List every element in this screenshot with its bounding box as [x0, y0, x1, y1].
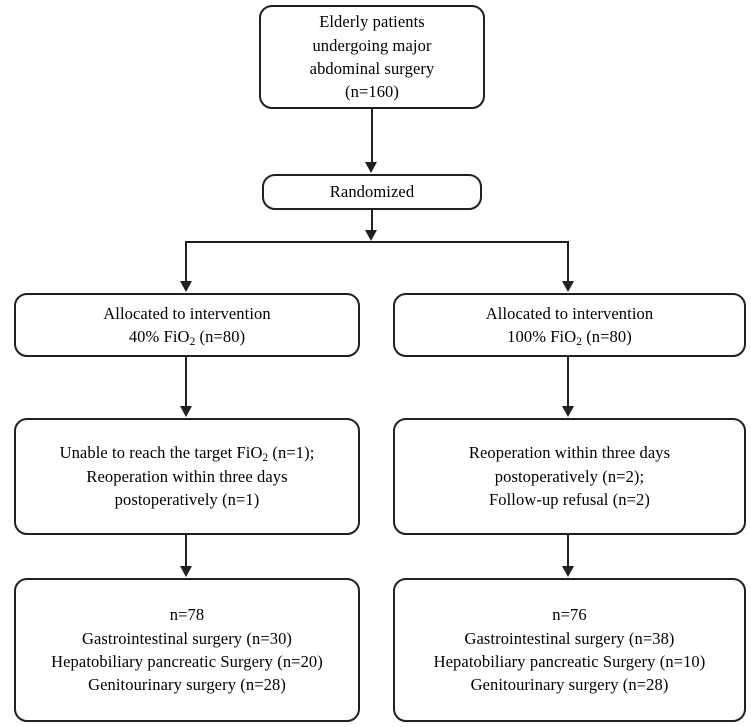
exclusion-left-fio2-pre: Unable to reach the target FiO — [59, 443, 263, 463]
node-enrollment: Elderly patients undergoing major abdomi… — [259, 5, 485, 109]
connector-enrollment-to-randomized — [371, 109, 373, 163]
exclusion-left-line-2: Reoperation within three days — [86, 466, 288, 486]
node-exclusion-left: Unable to reach the target FiO2 (n=1); R… — [14, 418, 360, 535]
exclusion-right-line-1: Reoperation within three days — [468, 443, 671, 463]
arrowhead-split-to-allocation-left — [180, 281, 192, 292]
exclusion-left-fio2-subscript: 2 — [262, 452, 269, 465]
node-outcome-left: n=78 Gastrointestinal surgery (n=30) Hep… — [14, 578, 360, 722]
connector-exclusion-left-to-outcome-left — [185, 535, 187, 567]
outcome-right-line-2: Gastrointestinal surgery (n=38) — [464, 628, 675, 648]
exclusion-right-line-3: Follow-up refusal (n=2) — [489, 490, 650, 510]
connector-allocation-left-to-exclusion-left — [185, 357, 187, 407]
allocation-left-fio2-pre: 40% FiO — [128, 327, 190, 346]
outcome-left-line-2: Gastrointestinal surgery (n=30) — [81, 628, 293, 648]
outcome-left-line-1: n=78 — [169, 605, 205, 625]
allocation-left-fio2-post: (n=80) — [195, 327, 246, 346]
node-allocation-left: Allocated to intervention 40% FiO2 (n=80… — [14, 293, 360, 357]
node-outcome-right: n=76 Gastrointestinal surgery (n=38) Hep… — [393, 578, 746, 722]
arrowhead-exclusion-left-to-outcome-left — [180, 566, 192, 577]
outcome-right-line-4: Genitourinary surgery (n=28) — [470, 675, 669, 695]
connector-allocation-right-to-exclusion-right — [567, 357, 569, 407]
allocation-right-line-1: Allocated to intervention — [485, 303, 654, 323]
enrollment-line-2: undergoing major — [312, 35, 432, 55]
exclusion-right-line-2: postoperatively (n=2); — [494, 466, 645, 486]
connector-exclusion-right-to-outcome-right — [567, 535, 569, 567]
arrowhead-allocation-right-to-exclusion-right — [562, 406, 574, 417]
enrollment-line-3: abdominal surgery — [309, 59, 435, 78]
exclusion-left-line-1: Unable to reach the target FiO2 (n=1); — [60, 441, 315, 464]
node-allocation-right: Allocated to intervention 100% FiO2 (n=8… — [393, 293, 746, 357]
allocation-split-bar — [185, 241, 569, 243]
allocation-right-fio2-subscript: 2 — [576, 336, 582, 349]
allocation-right-fio2-pre: 100% FiO — [507, 327, 577, 346]
randomized-label: Randomized — [329, 182, 415, 202]
outcome-left-line-3: Hepatobiliary pancreatic Surgery (n=20) — [51, 652, 323, 671]
allocation-right-line-2: 100% FiO2 (n=80) — [507, 325, 632, 348]
arrowhead-split-to-allocation-right — [562, 281, 574, 292]
exclusion-left-line-3: postoperatively (n=1) — [114, 490, 260, 510]
exclusion-left-fio2-post: (n=1); — [268, 443, 315, 463]
allocation-left-line-1: Allocated to intervention — [103, 303, 271, 323]
allocation-left-fio2-subscript: 2 — [189, 336, 196, 349]
outcome-right-line-3: Hepatobiliary pancreatic Surgery (n=10) — [433, 652, 706, 671]
enrollment-line-4: (n=160) — [345, 82, 399, 102]
outcome-right-line-1: n=76 — [552, 605, 587, 625]
enrollment-line-1: Elderly patients — [319, 12, 425, 32]
connector-split-to-allocation-left — [185, 241, 187, 282]
connector-split-to-allocation-right — [567, 241, 569, 282]
node-randomized: Randomized — [262, 174, 482, 210]
arrowhead-exclusion-right-to-outcome-right — [562, 566, 574, 577]
node-exclusion-right: Reoperation within three days postoperat… — [393, 418, 746, 535]
arrowhead-enrollment-to-randomized — [365, 162, 377, 173]
arrowhead-allocation-left-to-exclusion-left — [180, 406, 192, 417]
outcome-left-line-4: Genitourinary surgery (n=28) — [88, 675, 286, 695]
connector-randomized-to-split — [371, 210, 373, 231]
arrowhead-randomized-to-split — [365, 230, 377, 241]
allocation-right-fio2-post: (n=80) — [581, 327, 632, 346]
allocation-left-line-2: 40% FiO2 (n=80) — [129, 325, 245, 348]
